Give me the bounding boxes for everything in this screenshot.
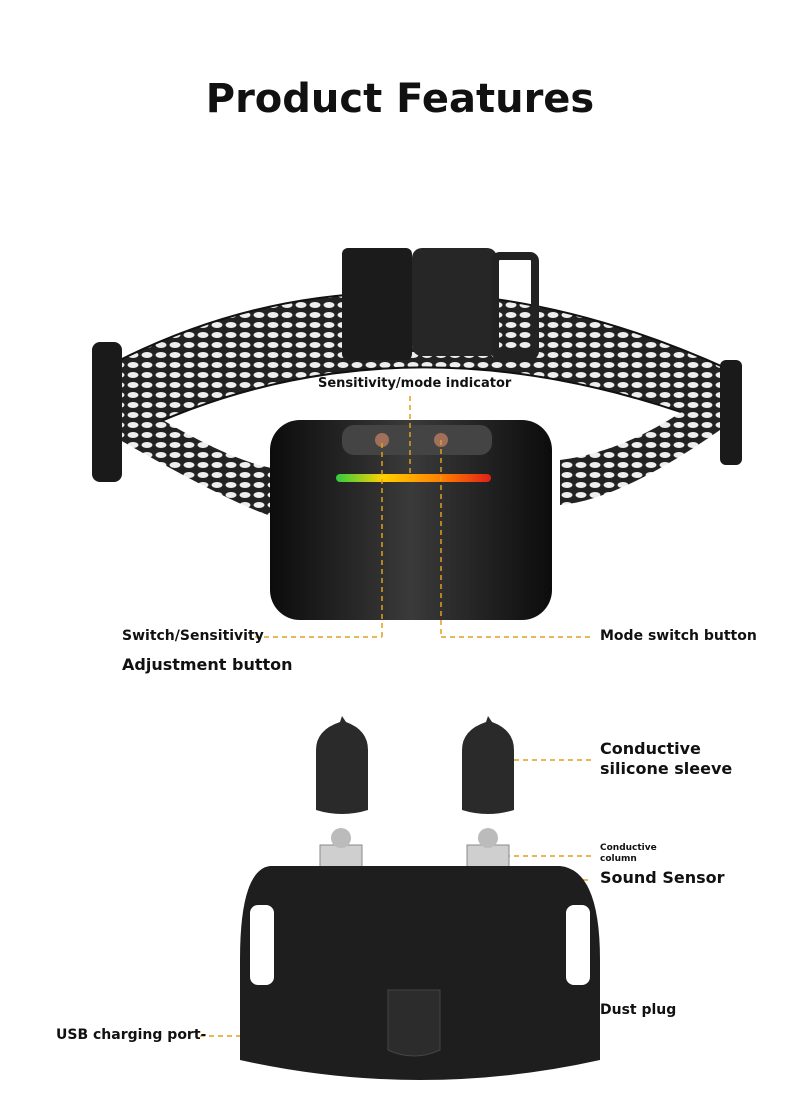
label-column-line1: Conductive bbox=[600, 843, 657, 853]
label-indicator: Sensitivity/mode indicator bbox=[318, 376, 512, 391]
label-sound-sensor: Sound Sensor bbox=[600, 868, 725, 887]
collar-strap bbox=[92, 248, 742, 520]
label-mode-switch: Mode switch button bbox=[600, 628, 757, 644]
label-switch-line2: Adjustment button bbox=[122, 655, 293, 674]
label-sleeve-line2: silicone sleeve bbox=[600, 759, 733, 778]
device-base bbox=[240, 866, 600, 1080]
label-usb-port: USB charging port- bbox=[56, 1027, 207, 1043]
label-dust-plug: Dust plug bbox=[600, 1002, 677, 1018]
label-sleeve-line1: Conductive bbox=[600, 739, 701, 758]
collar-device bbox=[270, 420, 552, 620]
page-title: Product Features bbox=[205, 76, 595, 122]
label-column-line2: column bbox=[600, 854, 637, 864]
label-switch-line1: Switch/Sensitivity bbox=[122, 628, 264, 644]
silicone-sleeves bbox=[316, 716, 514, 814]
